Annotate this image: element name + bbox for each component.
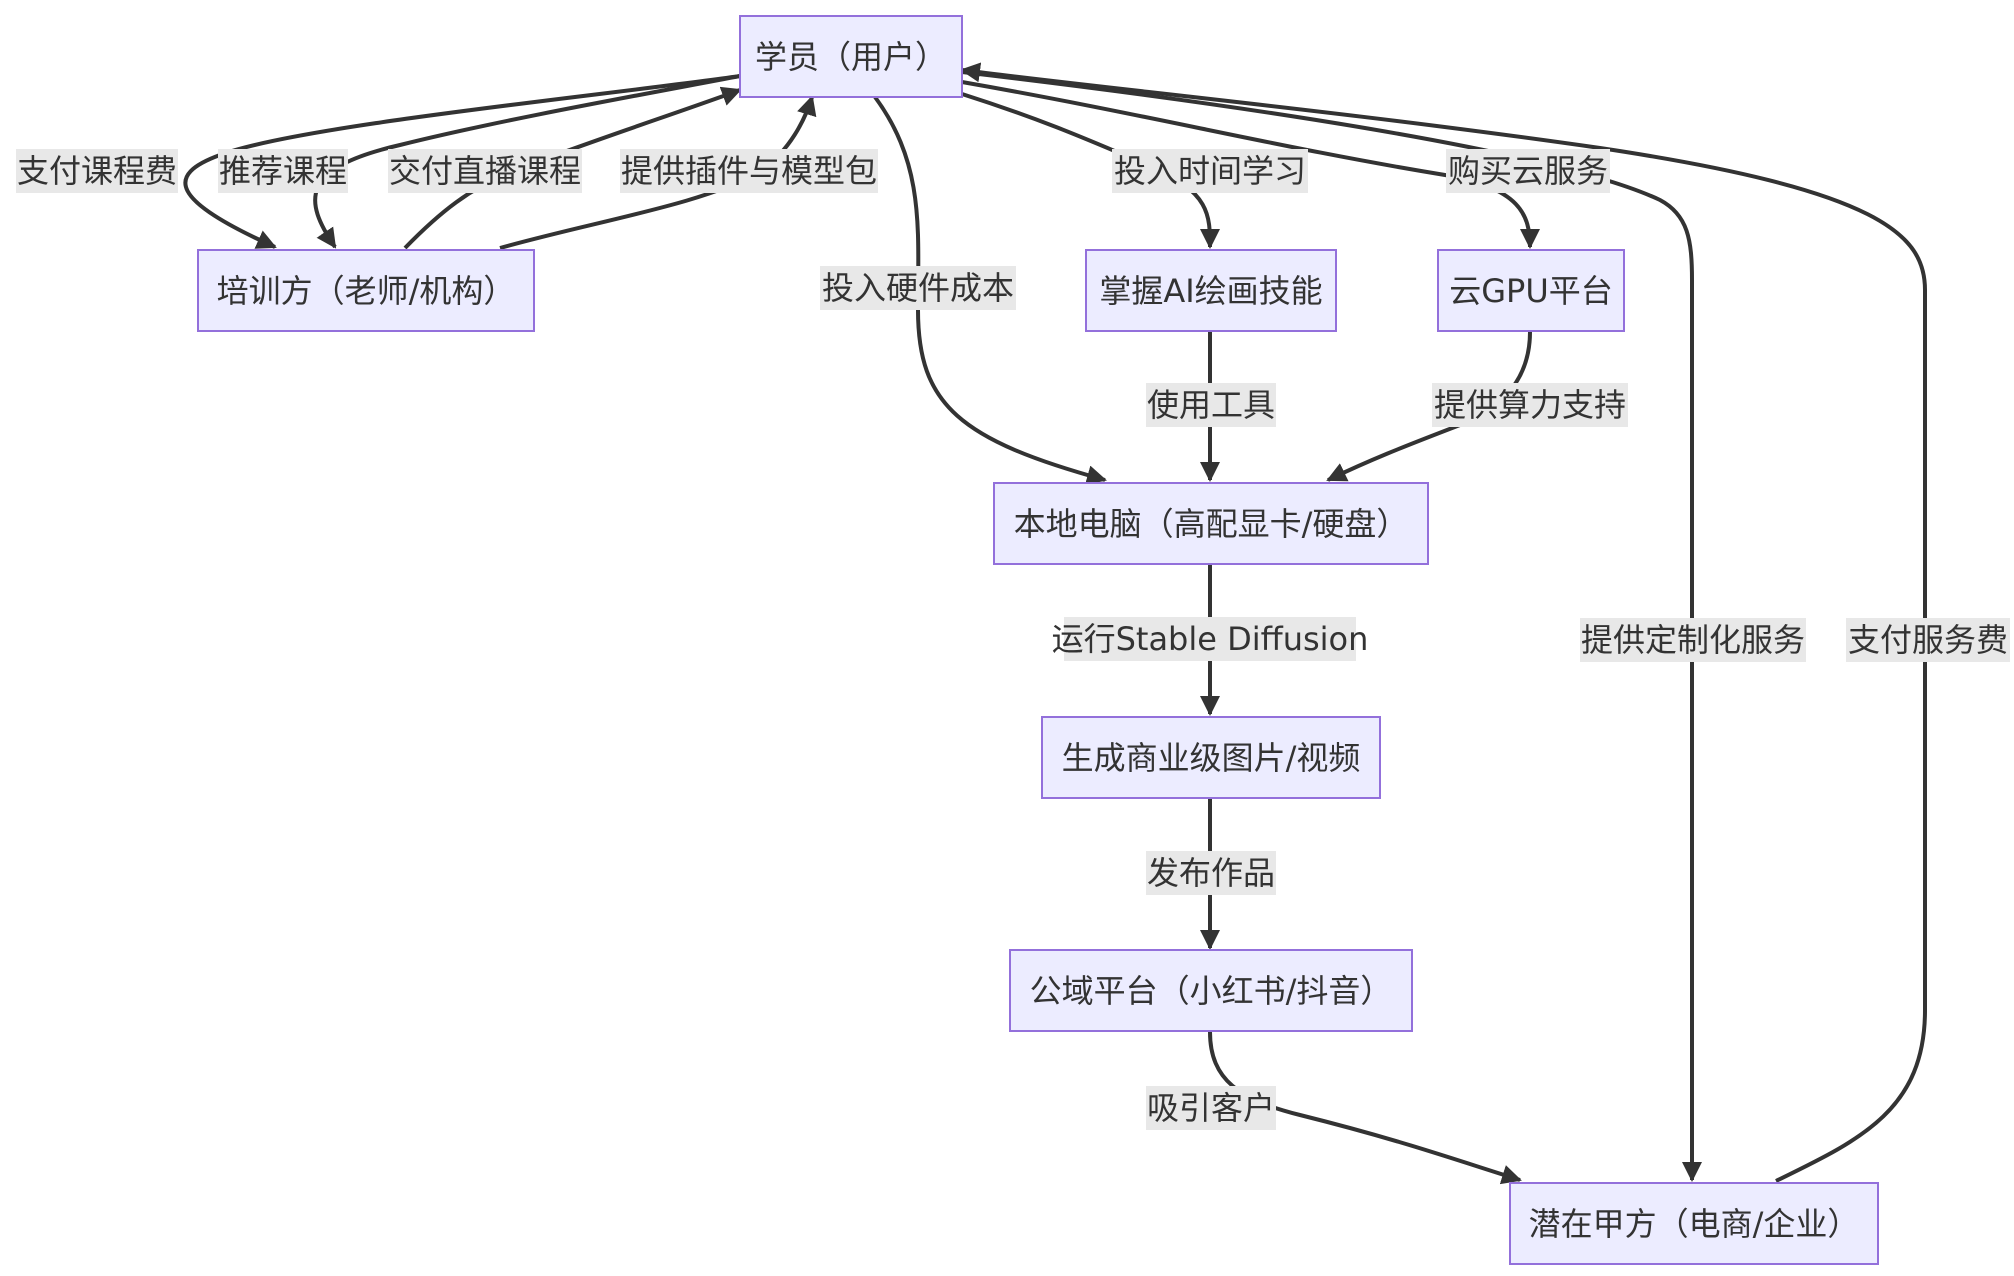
label-pay-course: 支付课程费 xyxy=(16,149,178,193)
svg-text:推荐课程: 推荐课程 xyxy=(219,152,347,190)
svg-text:支付服务费: 支付服务费 xyxy=(1848,621,2008,659)
label-invest-time: 投入时间学习 xyxy=(1112,149,1308,193)
svg-text:提供算力支持: 提供算力支持 xyxy=(1434,386,1626,424)
svg-text:提供插件与模型包: 提供插件与模型包 xyxy=(621,152,877,190)
edge-pay-service xyxy=(960,62,1927,1183)
svg-text:提供定制化服务: 提供定制化服务 xyxy=(1581,621,1805,659)
svg-text:掌握AI绘画技能: 掌握AI绘画技能 xyxy=(1099,272,1322,310)
svg-text:投入硬件成本: 投入硬件成本 xyxy=(822,269,1014,307)
node-student[interactable]: 学员（用户） xyxy=(739,15,963,98)
edge-hardware-cost xyxy=(873,95,1107,485)
svg-text:公域平台（小红书/抖音）: 公域平台（小红书/抖音） xyxy=(1030,972,1393,1010)
svg-text:投入时间学习: 投入时间学习 xyxy=(1114,152,1306,190)
label-buy-cloud: 购买云服务 xyxy=(1446,149,1610,193)
label-hardware-cost: 投入硬件成本 xyxy=(820,266,1016,310)
label-pay-service: 支付服务费 xyxy=(1846,618,2010,662)
label-custom-service: 提供定制化服务 xyxy=(1580,618,1806,662)
svg-text:生成商业级图片/视频: 生成商业级图片/视频 xyxy=(1062,739,1361,777)
label-compute-support: 提供算力支持 xyxy=(1432,383,1628,427)
node-skill[interactable]: 掌握AI绘画技能 xyxy=(1085,249,1337,332)
svg-text:使用工具: 使用工具 xyxy=(1147,386,1275,424)
label-use-tools: 使用工具 xyxy=(1146,383,1276,427)
node-client[interactable]: 潜在甲方（电商/企业） xyxy=(1509,1182,1879,1265)
svg-text:培训方（老师/机构）: 培训方（老师/机构） xyxy=(217,272,516,310)
edge-buy-cloud xyxy=(961,80,1540,249)
svg-text:运行Stable Diffusion: 运行Stable Diffusion xyxy=(1052,620,1369,658)
svg-text:吸引客户: 吸引客户 xyxy=(1147,1089,1275,1127)
svg-text:支付课程费: 支付课程费 xyxy=(17,152,177,190)
label-recommend-course: 推荐课程 xyxy=(218,149,348,193)
label-run-sd: 运行Stable Diffusion xyxy=(1052,617,1369,661)
edge-attract xyxy=(1208,1031,1522,1185)
node-public-platform[interactable]: 公域平台（小红书/抖音） xyxy=(1009,949,1413,1032)
svg-text:交付直播课程: 交付直播课程 xyxy=(389,152,581,190)
svg-text:学员（用户）: 学员（用户） xyxy=(755,38,947,76)
node-trainer[interactable]: 培训方（老师/机构） xyxy=(197,249,535,332)
node-cloud-gpu[interactable]: 云GPU平台 xyxy=(1437,249,1625,332)
label-deliver-live: 交付直播课程 xyxy=(388,149,582,193)
node-local-pc[interactable]: 本地电脑（高配显卡/硬盘） xyxy=(993,482,1429,565)
label-publish: 发布作品 xyxy=(1146,851,1276,895)
svg-text:发布作品: 发布作品 xyxy=(1147,854,1275,892)
svg-text:本地电脑（高配显卡/硬盘）: 本地电脑（高配显卡/硬盘） xyxy=(1014,505,1409,543)
svg-text:云GPU平台: 云GPU平台 xyxy=(1449,272,1613,310)
label-attract: 吸引客户 xyxy=(1146,1086,1276,1130)
edge-pay-course xyxy=(183,74,741,249)
edge-recommend-course xyxy=(313,74,741,249)
label-provide-plugins: 提供插件与模型包 xyxy=(620,149,878,193)
svg-text:潜在甲方（电商/企业）: 潜在甲方（电商/企业） xyxy=(1529,1205,1860,1243)
node-generate[interactable]: 生成商业级图片/视频 xyxy=(1041,716,1381,799)
svg-text:购买云服务: 购买云服务 xyxy=(1448,152,1608,190)
